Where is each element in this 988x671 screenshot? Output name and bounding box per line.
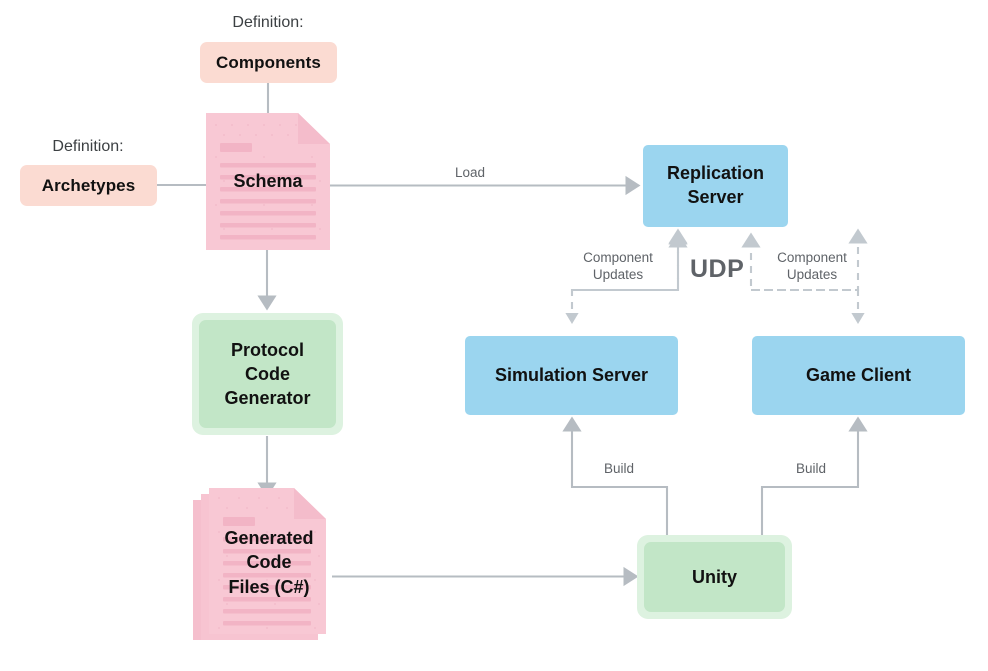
edge-label-build-left: Build <box>603 461 635 476</box>
pcg-line-1: Protocol <box>230 339 304 360</box>
replication-server-line-2: Server <box>687 187 744 207</box>
node-archetypes[interactable]: Archetypes <box>20 165 157 206</box>
dashed-arrowheads-down <box>565 313 865 324</box>
node-schema[interactable]: Schema <box>206 113 330 250</box>
edge-label-component-updates-left: Component Updates <box>558 250 678 284</box>
cur-line-1: Component <box>777 250 847 265</box>
gcf-line-1: Generated <box>224 528 314 549</box>
generated-code-files-shape <box>193 488 326 640</box>
edge-label-component-updates-right: Component Updates <box>752 250 872 284</box>
connector-unity-simulation <box>562 416 669 536</box>
node-unity[interactable]: Unity <box>637 535 792 619</box>
caption-archetypes: Definition: <box>52 138 124 155</box>
replication-server-line-1: Replication <box>666 163 764 184</box>
edge-label-build-right: Build <box>795 461 827 476</box>
node-generated-code-files-label: Generated Code Files (C#) <box>224 526 313 599</box>
node-generated-code-files[interactable]: Generated Code Files (C#) <box>193 488 338 640</box>
connector-unity-gameclient <box>760 416 868 536</box>
node-replication-server[interactable]: Replication Server <box>643 145 788 227</box>
pcg-line-2: Code <box>245 363 290 384</box>
protocol-label-udp: UDP <box>690 255 745 283</box>
edge-label-load: Load <box>454 165 486 180</box>
gcf-line-3: Files (C#) <box>228 576 310 597</box>
node-protocol-code-generator[interactable]: Protocol Code Generator <box>192 313 343 435</box>
node-components[interactable]: Components <box>200 42 337 83</box>
schema-document-shape <box>206 113 330 250</box>
gcf-line-2: Code <box>246 552 292 573</box>
caption-components: Definition: <box>232 14 304 31</box>
node-schema-label: Schema <box>233 171 303 192</box>
cul-line-2: Updates <box>592 266 644 282</box>
node-game-client[interactable]: Game Client <box>752 336 965 415</box>
pcg-line-3: Generator <box>224 388 311 409</box>
node-unity-inner: Unity <box>644 542 785 612</box>
dashed-right-updates <box>741 232 860 322</box>
cul-line-1: Component <box>583 250 653 265</box>
node-simulation-server[interactable]: Simulation Server <box>465 336 678 415</box>
connector-simulation-to-replication <box>572 228 688 292</box>
node-unity-label: Unity <box>692 566 737 587</box>
dashed-left-updates <box>570 232 688 322</box>
node-protocol-code-generator-inner: Protocol Code Generator <box>199 320 336 428</box>
cur-line-2: Updates <box>786 266 838 282</box>
